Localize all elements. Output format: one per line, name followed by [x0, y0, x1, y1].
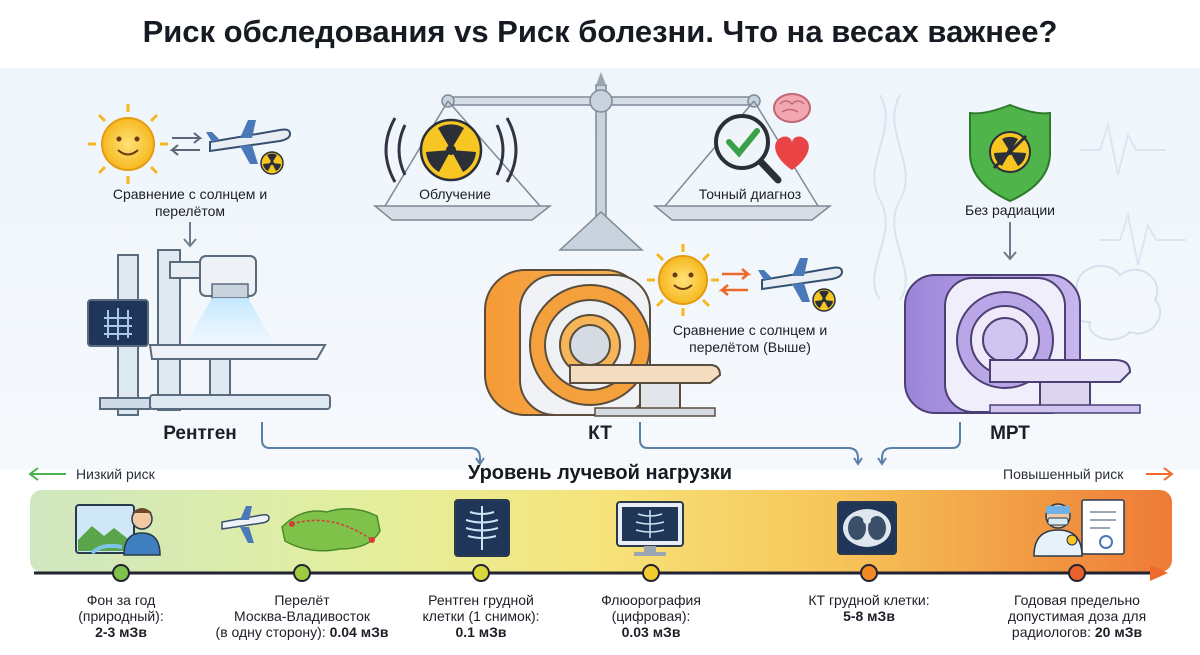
dose-marker-dot — [642, 564, 660, 582]
low-risk-label: Низкий риск — [76, 466, 155, 482]
xray-comparison-caption: Сравнение с солнцем и перелётом — [112, 186, 268, 219]
low-risk-arrow-icon — [28, 467, 66, 481]
ct-label: КТ — [588, 423, 612, 444]
ct-exchange-arrows-icon — [718, 268, 752, 296]
ct-small-radiation-icon — [812, 288, 836, 312]
high-risk-arrow-icon — [1146, 467, 1174, 481]
dose-marker-dot — [293, 564, 311, 582]
dose-marker-dot — [112, 564, 130, 582]
diagnosis-pan-label: Точный диагноз — [698, 186, 802, 202]
landscape-person-icon — [75, 504, 161, 556]
xray-machine-icon — [87, 249, 331, 416]
ct-airplane-icon — [758, 258, 844, 302]
heart-icon — [775, 136, 809, 170]
mri-scanner-icon — [904, 274, 1141, 414]
shield-no-radiation-icon — [969, 103, 1051, 203]
scale-title: Уровень лучевой нагрузки — [467, 462, 733, 484]
brain-icon — [773, 93, 811, 123]
dose-axis-arrow — [34, 565, 1168, 581]
ct-scanner-icon — [484, 269, 722, 417]
mri-down-arrow-icon — [1003, 222, 1017, 261]
point-label-flight: Перелёт Москва-Владивосток (в одну сторо… — [215, 592, 389, 640]
high-risk-label: Повышенный риск — [1003, 466, 1124, 482]
xray-label: Рентген — [163, 423, 237, 444]
mri-label: МРТ — [990, 423, 1030, 444]
fluorography-monitor-icon — [616, 501, 684, 556]
exchange-arrows-icon — [169, 132, 203, 156]
radiologist-document-icon — [1033, 499, 1125, 557]
airplane-icon — [206, 120, 292, 164]
diagnosis-magnifier-icon — [714, 114, 782, 184]
point-label-radiologist-limit: Годовая предельно допустимая доза для ра… — [1007, 592, 1147, 640]
mri-no-radiation-caption: Без радиации — [965, 202, 1055, 218]
ct-comparison-caption: Сравнение с солнцем и перелётом (Выше) — [672, 322, 828, 355]
radiation-pan-label: Облучение — [419, 186, 491, 202]
radiation-warning-icon — [384, 117, 518, 183]
sun-icon — [88, 104, 168, 184]
chest-xray-icon — [454, 499, 510, 557]
dose-marker-dot — [472, 564, 490, 582]
connector-lines — [261, 422, 961, 466]
point-label-background: Фон за год (природный): 2-3 мЗв — [78, 592, 164, 640]
down-arrow-icon — [183, 222, 197, 248]
point-label-ct-chest: КТ грудной клетки: 5-8 мЗв — [808, 592, 930, 624]
dose-markers — [112, 564, 1086, 582]
dna-decoration-icon — [873, 94, 1186, 301]
ct-sun-icon — [647, 244, 719, 316]
radiation-scale-band — [30, 490, 1172, 572]
flight-map-icon — [221, 506, 381, 552]
ct-slice-icon — [837, 501, 897, 555]
small-radiation-icon — [260, 151, 284, 175]
page-title: Риск обследования vs Риск болезни. Что н… — [142, 14, 1058, 49]
dose-marker-dot — [1068, 564, 1086, 582]
point-label-chest-xray: Рентген грудной клетки (1 снимок): 0.1 м… — [422, 592, 540, 640]
brain-outline-icon — [1070, 265, 1162, 341]
balance-scale-icon — [372, 72, 833, 251]
dose-marker-dot — [860, 564, 878, 582]
point-label-fluorography: Флюорография (цифровая): 0.03 мЗв — [601, 592, 701, 640]
